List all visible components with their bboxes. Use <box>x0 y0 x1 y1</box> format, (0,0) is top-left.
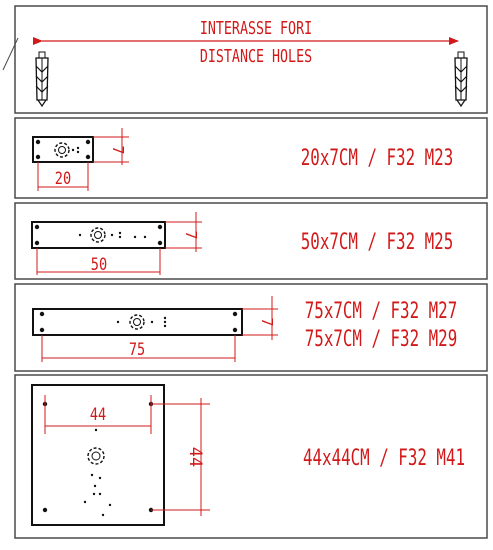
leader-line <box>2 37 19 71</box>
row-frame <box>14 283 488 372</box>
plate-spec-label: 75x7CM / F32 M29 <box>305 325 457 351</box>
plate-spec-label: 20x7CM / F32 M23 <box>301 144 453 170</box>
header-frame <box>14 5 488 114</box>
height-dimension-label: 7 <box>258 317 276 326</box>
wall-anchor-icon <box>454 51 468 108</box>
wall-anchor-icon <box>35 51 49 108</box>
plate-drawing: 50 7 <box>31 212 202 275</box>
plate-spec-label: 50x7CM / F32 M25 <box>301 228 453 254</box>
width-dimension-label: 75 <box>129 340 145 360</box>
plate-drawing: 44 44 <box>31 384 210 526</box>
width-dimension-label: 20 <box>55 169 71 189</box>
plate-spec-label: 44x44CM / F32 M41 <box>303 444 465 470</box>
width-dimension-label: 44 <box>90 405 106 425</box>
height-dimension-label: 7 <box>182 230 200 239</box>
header-title-line2: DISTANCE HOLES <box>200 45 312 67</box>
plate-row-2: 50 7 50x7CM / F32 M25 <box>14 202 488 280</box>
header-panel: INTERASSE FORI DISTANCE HOLES <box>2 5 488 114</box>
plate-row-4: 44 44 44x44CM / F32 M41 <box>14 374 488 539</box>
plate-row-3: 75 7 75x7CM / F32 M27 75x7CM / F32 M29 <box>14 283 488 372</box>
row-frame <box>14 117 488 199</box>
plate-drawing: 20 7 <box>32 128 129 191</box>
plate-spec-label: 75x7CM / F32 M27 <box>305 297 457 323</box>
height-dimension-label: 7 <box>109 145 127 154</box>
row-frame <box>14 374 488 539</box>
plate-drawing: 75 7 <box>32 296 278 362</box>
header-title-line1: INTERASSE FORI <box>200 17 312 39</box>
row-frame <box>14 202 488 280</box>
plate-row-1: 20 7 20x7CM / F32 M23 <box>14 117 488 199</box>
height-dimension-label: 44 <box>185 447 205 467</box>
width-dimension-label: 50 <box>91 255 107 275</box>
